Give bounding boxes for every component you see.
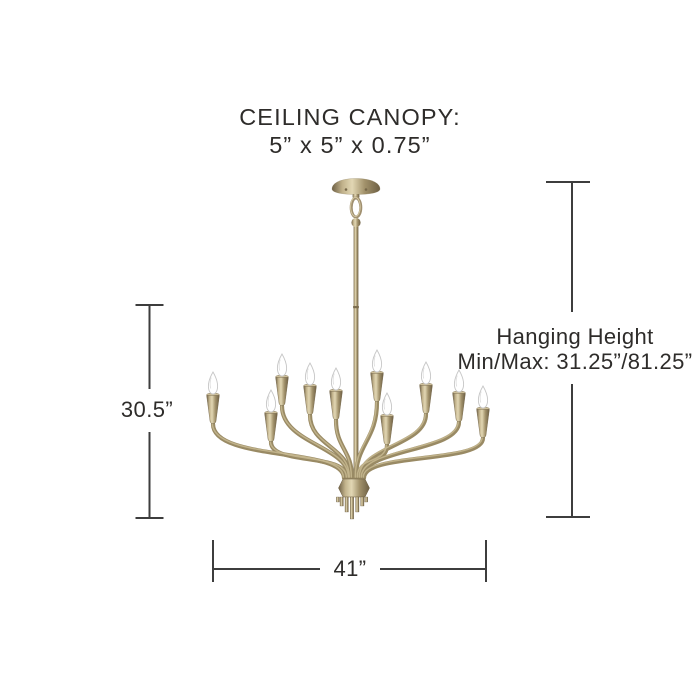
candle-light	[419, 361, 433, 414]
candle-light	[329, 367, 343, 420]
height-dimension-line	[135, 304, 164, 519]
center-hub	[336, 478, 370, 520]
fixture-height-label: 30.5”	[120, 397, 174, 422]
hanging-height-label: Hanging Height Min/Max: 31.25”/81.25”	[453, 324, 697, 374]
chain-link	[349, 196, 363, 228]
candle-light	[476, 385, 490, 438]
candle-light	[380, 392, 394, 445]
arms	[210, 399, 486, 481]
hanging-height-value: Min/Max: 31.25”/81.25”	[457, 348, 693, 374]
candle-light	[275, 353, 289, 406]
candle-light	[452, 369, 466, 422]
downrod	[353, 226, 359, 478]
candle-light	[264, 389, 278, 442]
canopy-spec-label: CEILING CANOPY: 5” x 5” x 0.75”	[0, 103, 700, 159]
canopy-spec-size: 5” x 5” x 0.75”	[269, 132, 431, 158]
candle-light	[206, 371, 220, 424]
candle-light	[303, 362, 317, 415]
width-dimension-line	[212, 540, 487, 582]
hanging-height-dimension-line	[546, 181, 590, 518]
ceiling-canopy	[331, 178, 381, 198]
candles	[206, 349, 490, 445]
candle-light	[370, 349, 384, 402]
canopy-spec-title: CEILING CANOPY:	[239, 104, 461, 130]
hanging-height-title: Hanging Height	[496, 324, 654, 349]
fixture-width-label: 41”	[333, 556, 367, 581]
